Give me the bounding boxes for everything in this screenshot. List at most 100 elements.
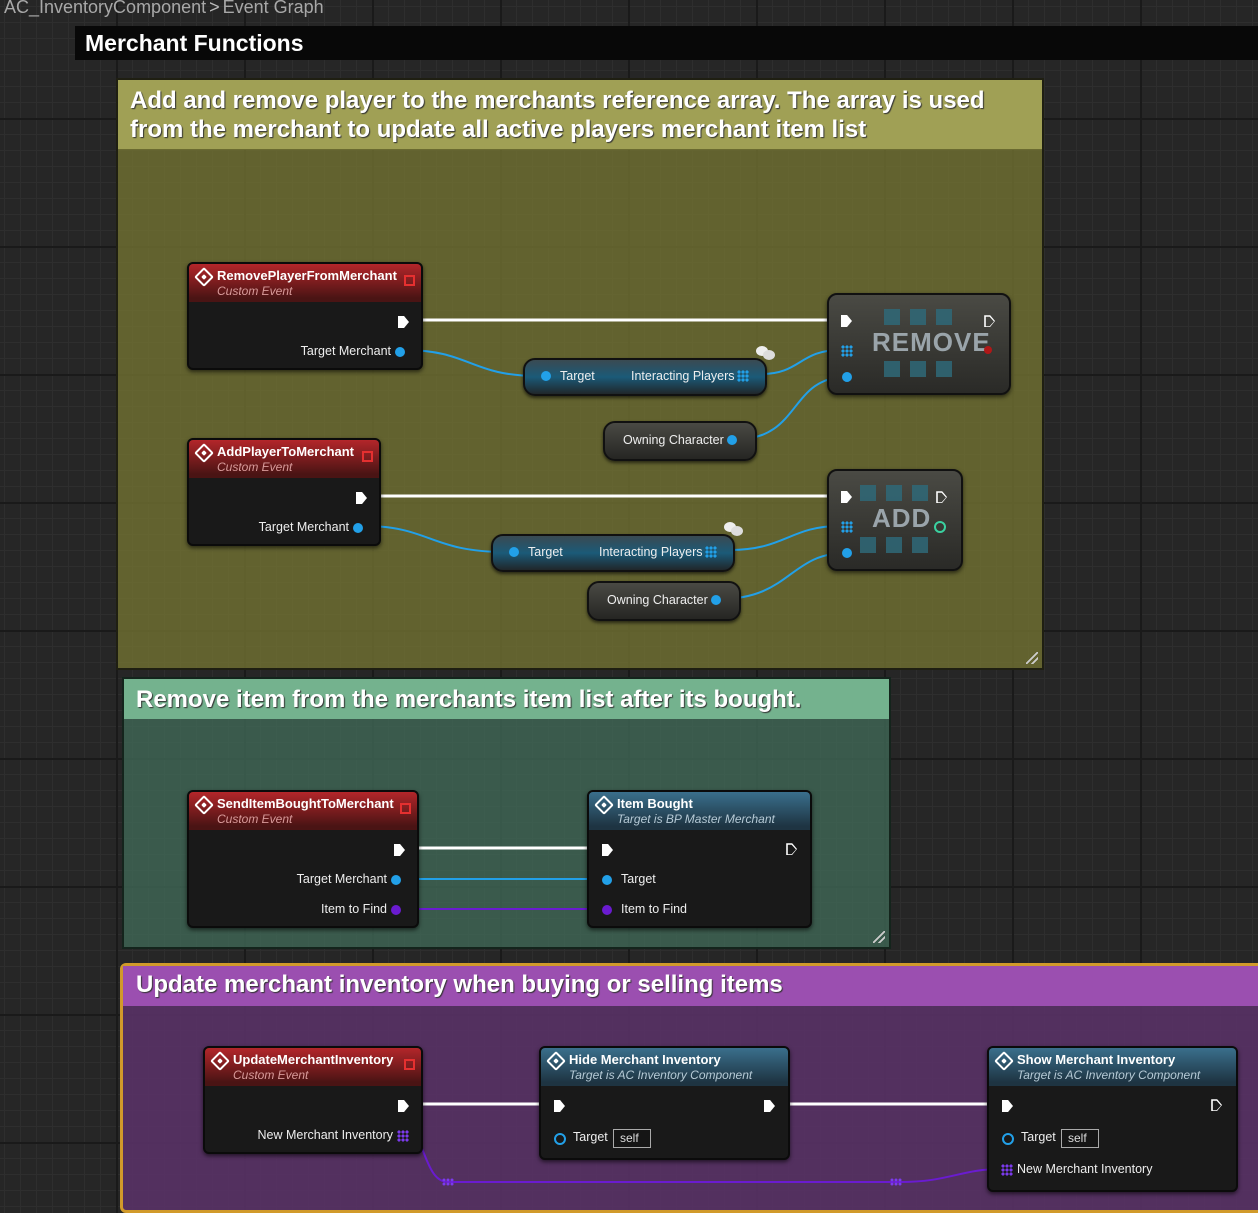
node-subtitle: Target is AC Inventory Component [569, 1068, 753, 1082]
exec-out-pin[interactable] [764, 1100, 775, 1112]
exec-out-pin[interactable] [984, 315, 995, 327]
pin-label: New Merchant Inventory [257, 1128, 393, 1142]
node-header: Show Merchant Inventory Target is AC Inv… [989, 1048, 1236, 1086]
array-pin-icon[interactable] [737, 370, 749, 382]
exec-out-pin[interactable] [398, 316, 409, 328]
index-out-pin[interactable] [934, 521, 946, 533]
pin-label: Target [528, 545, 563, 559]
pin-label: Target [621, 872, 656, 886]
event-diamond-icon [194, 795, 214, 815]
breadcrumb-graph[interactable]: Event Graph [222, 0, 324, 17]
node-item-bought[interactable]: Item Bought Target is BP Master Merchant… [587, 790, 812, 928]
item-to-find-in-pin[interactable] [602, 905, 612, 915]
delegate-pin-icon[interactable] [400, 803, 411, 814]
node-array-add[interactable]: ADD [827, 469, 963, 571]
pin-label: Interacting Players [631, 369, 735, 383]
bubble-icon [756, 346, 775, 360]
array-in-pin[interactable] [841, 345, 853, 357]
target-merchant-pin[interactable] [353, 523, 363, 533]
target-in-pin[interactable] [602, 875, 612, 885]
resize-handle[interactable] [873, 931, 885, 943]
node-subtitle: Custom Event [217, 460, 293, 474]
delegate-pin-icon[interactable] [404, 275, 415, 286]
inventory-array-pin[interactable] [397, 1130, 409, 1142]
comment-title[interactable]: Remove item from the merchants item list… [124, 679, 889, 719]
target-pin[interactable] [509, 547, 519, 557]
node-hide-merchant-inventory[interactable]: Hide Merchant Inventory Target is AC Inv… [539, 1046, 790, 1160]
exec-out-pin[interactable] [936, 491, 947, 503]
node-label: Owning Character [623, 433, 724, 447]
item-to-find-pin[interactable] [391, 905, 401, 915]
pin-label: Target [1021, 1130, 1056, 1144]
pin-label: Target [573, 1130, 608, 1144]
array-pin-icon[interactable] [705, 546, 717, 558]
function-icon [594, 795, 614, 815]
node-get-interacting-players[interactable]: Target Interacting Players [523, 358, 767, 396]
target-in-pin[interactable] [1002, 1133, 1014, 1145]
resize-handle[interactable] [1026, 652, 1038, 664]
node-title: Hide Merchant Inventory [569, 1052, 721, 1067]
inventory-array-in-pin[interactable] [1001, 1164, 1013, 1176]
item-in-pin[interactable] [842, 548, 852, 558]
event-diamond-icon [194, 443, 214, 463]
node-header: AddPlayerToMerchant Custom Event [189, 440, 379, 478]
pin-label: Item to Find [621, 902, 687, 916]
node-subtitle: Custom Event [233, 1068, 309, 1082]
comment-title[interactable]: Update merchant inventory when buying or… [123, 966, 1258, 1006]
node-array-remove[interactable]: REMOVE [827, 293, 1011, 395]
node-update-merchant-inventory[interactable]: UpdateMerchantInventory Custom Event New… [203, 1046, 423, 1154]
target-merchant-pin[interactable] [391, 875, 401, 885]
target-pin[interactable] [541, 371, 551, 381]
pin-label: Target Merchant [300, 344, 391, 358]
delegate-pin-icon[interactable] [404, 1059, 415, 1070]
node-get-interacting-players[interactable]: Target Interacting Players [491, 534, 735, 572]
owning-character-out-pin[interactable] [727, 435, 737, 445]
exec-out-pin[interactable] [1211, 1099, 1222, 1111]
comment-title[interactable]: Add and remove player to the merchants r… [118, 80, 1042, 150]
breadcrumb-blueprint[interactable]: AC_InventoryComponent [4, 0, 207, 17]
node-header: SendItemBoughtToMerchant Custom Event [189, 792, 417, 830]
event-diamond-icon [194, 267, 214, 287]
node-remove-player-from-merchant[interactable]: RemovePlayerFromMerchant Custom Event Ta… [187, 262, 423, 370]
exec-out-pin[interactable] [356, 492, 367, 504]
exec-in-pin[interactable] [554, 1100, 565, 1112]
graph-title: Merchant Functions [85, 30, 304, 56]
node-send-item-bought-to-merchant[interactable]: SendItemBoughtToMerchant Custom Event Ta… [187, 790, 419, 928]
graph-title-bar: Merchant Functions [75, 26, 1258, 60]
node-label: REMOVE [872, 327, 991, 357]
target-self-field[interactable]: self [613, 1129, 651, 1148]
exec-in-pin[interactable] [841, 491, 852, 503]
bubble-icon [724, 522, 743, 536]
node-owning-character[interactable]: Owning Character [603, 421, 757, 461]
target-self-field[interactable]: self [1061, 1129, 1099, 1148]
return-out-pin[interactable] [984, 346, 992, 354]
node-show-merchant-inventory[interactable]: Show Merchant Inventory Target is AC Inv… [987, 1046, 1238, 1192]
exec-out-pin[interactable] [394, 844, 405, 856]
node-title: UpdateMerchantInventory [233, 1052, 394, 1067]
node-add-player-to-merchant[interactable]: AddPlayerToMerchant Custom Event Target … [187, 438, 381, 546]
node-title: SendItemBoughtToMerchant [217, 796, 394, 811]
target-in-pin[interactable] [554, 1133, 566, 1145]
node-owning-character[interactable]: Owning Character [587, 581, 741, 621]
exec-out-pin[interactable] [786, 843, 797, 855]
exec-in-pin[interactable] [841, 315, 852, 327]
item-in-pin[interactable] [842, 372, 852, 382]
node-header: UpdateMerchantInventory Custom Event [205, 1048, 421, 1086]
function-icon [994, 1051, 1014, 1071]
function-icon [546, 1051, 566, 1071]
array-in-pin[interactable] [841, 521, 853, 533]
exec-in-pin[interactable] [602, 844, 613, 856]
node-title: Item Bought [617, 796, 693, 811]
node-subtitle: Custom Event [217, 812, 293, 826]
owning-character-out-pin[interactable] [711, 595, 721, 605]
pin-label: Target Merchant [296, 872, 387, 886]
pin-label: Target [560, 369, 595, 383]
pin-label: Interacting Players [599, 545, 703, 559]
exec-out-pin[interactable] [398, 1100, 409, 1112]
node-subtitle: Custom Event [217, 284, 293, 298]
delegate-pin-icon[interactable] [362, 451, 373, 462]
target-merchant-pin[interactable] [395, 347, 405, 357]
pin-label: New Merchant Inventory [1017, 1162, 1153, 1176]
exec-in-pin[interactable] [1002, 1100, 1013, 1112]
node-title: RemovePlayerFromMerchant [217, 268, 397, 283]
